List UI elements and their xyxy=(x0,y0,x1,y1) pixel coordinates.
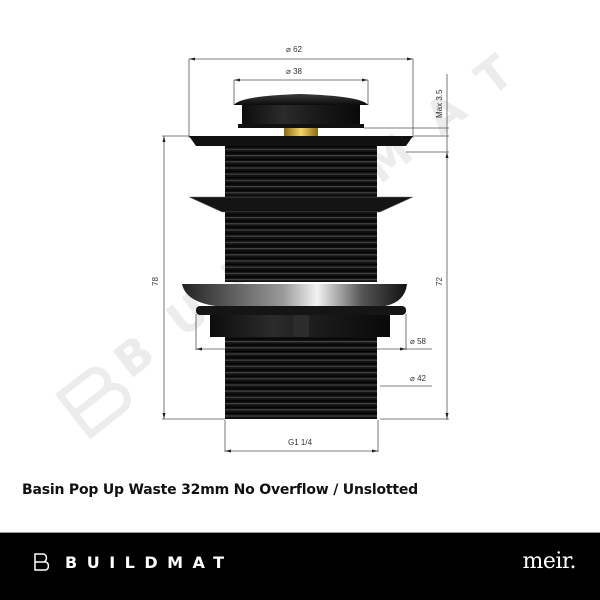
dim-42-label: ⌀ 42 xyxy=(410,374,427,383)
mid-thread xyxy=(225,212,377,282)
cap-body xyxy=(242,105,360,125)
dim-72-label: 72 xyxy=(435,277,444,286)
upper-thread xyxy=(225,146,377,198)
footer-divider xyxy=(0,532,600,533)
buildmat-wordmark: BUILDMAT xyxy=(65,552,234,572)
buildmat-logo-icon xyxy=(34,553,50,571)
technical-drawing: BUILDMAT xyxy=(55,25,548,453)
backnut-ring xyxy=(196,306,406,315)
dim-58-label: ⌀ 58 xyxy=(410,337,427,346)
top-flange xyxy=(189,136,413,146)
product-title: Basin Pop Up Waste 32mm No Overflow / Un… xyxy=(22,482,418,498)
buildmat-brand: BUILDMAT xyxy=(33,552,234,572)
bowl-washer xyxy=(182,284,407,306)
dim-max35-label: Max 3.5 xyxy=(435,89,444,118)
brass-stem xyxy=(284,128,318,136)
cap-top xyxy=(234,94,368,105)
dimension-arrows xyxy=(162,57,449,453)
dimension-lines xyxy=(162,58,449,452)
dim-62-label: ⌀ 62 xyxy=(286,45,303,54)
dim-thread-label: G1 1/4 xyxy=(288,438,313,447)
dim-78-label: 78 xyxy=(151,277,160,286)
pop-up-waste-illustration xyxy=(182,94,414,419)
mid-washer xyxy=(188,196,414,213)
lower-thread xyxy=(225,337,377,419)
meir-logo: meir. xyxy=(522,549,576,574)
dim-38-label: ⌀ 38 xyxy=(286,67,303,76)
footer-bar: BUILDMAT meir. xyxy=(0,533,600,600)
